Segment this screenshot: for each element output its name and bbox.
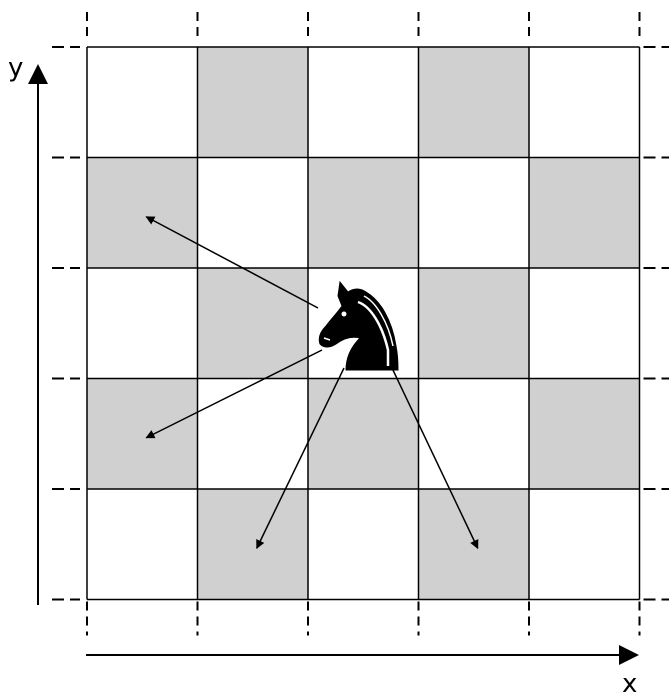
board-square [418,268,529,379]
board-square [418,47,529,158]
board-square [529,378,640,489]
board-square [87,489,198,600]
y-axis-label: y [8,53,23,83]
board-square [308,489,419,600]
move-arrow-down-left [145,349,323,439]
board-square [87,378,198,489]
axis-ticks [52,12,669,636]
move-arrow-down-left-2 [256,367,345,550]
board-square [197,47,308,158]
board-square [529,157,640,268]
board-square [197,157,308,268]
board-square [87,157,198,268]
board-square [308,47,419,158]
board-square [197,489,308,600]
board-square [197,378,308,489]
board-square [529,268,640,379]
board-square [87,47,198,158]
board-square [418,489,529,600]
board-square [308,157,419,268]
board-square [529,489,640,600]
move-arrows [145,216,479,550]
board-square [197,268,308,379]
board-square [87,268,198,379]
knight-icon [318,280,399,371]
board-grid [86,46,641,601]
board-square [308,378,419,489]
move-arrow-down-right [391,367,479,550]
x-axis-label: x [622,669,637,695]
board-square [418,378,529,489]
move-arrow-up-left [145,216,319,309]
board-square [418,157,529,268]
board-square [529,47,640,158]
